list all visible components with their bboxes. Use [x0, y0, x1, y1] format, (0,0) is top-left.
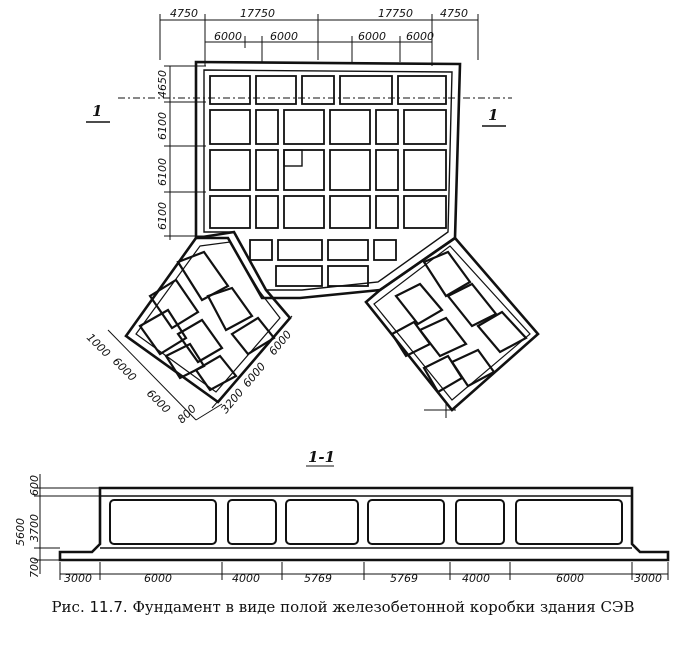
- dim-section-bottom-4: 5769: [304, 572, 332, 585]
- plan-left-wing: [124, 230, 292, 404]
- dim-section-bottom-7: 6000: [556, 572, 584, 585]
- section-outline: [58, 486, 670, 562]
- plan-wing-dimension-lines: [107, 315, 456, 421]
- plan-top-dimension-lines: [159, 14, 479, 66]
- dim-top-3: 17750: [378, 7, 413, 20]
- section-left-labels: 600 5600 3700 700: [14, 475, 41, 578]
- plan-main-block: [194, 60, 462, 300]
- section-left-dimension-lines: [34, 474, 100, 574]
- section-chambers: [109, 499, 623, 545]
- section-mark-right: 1: [488, 106, 498, 124]
- dim-section-left-2: 5600: [14, 518, 27, 546]
- dim-section-bottom-1: 3000: [64, 572, 92, 585]
- dim-top-1: 4750: [170, 7, 198, 20]
- plan-main-cells: [209, 75, 447, 287]
- dim-wing-left-1: 1000: [84, 331, 113, 360]
- figure-caption: Рис. 11.7. Фундамент в виде полой железо…: [0, 598, 686, 617]
- plan-opening: [283, 149, 303, 167]
- plan-left-labels: 4650 6100 6100 6100: [156, 70, 169, 230]
- section-view: [34, 474, 670, 580]
- dim-wing-right-1: 3200: [218, 386, 246, 416]
- caption-text: Фундамент в виде полой железобетонной ко…: [132, 598, 635, 616]
- caption-prefix: Рис.: [51, 598, 85, 616]
- section-title: 1-1: [308, 448, 335, 466]
- dim-section-bottom-2: 6000: [144, 572, 172, 585]
- dim-section-bottom-6: 4000: [462, 572, 490, 585]
- dim-wing-left-2: 6000: [110, 355, 139, 384]
- dim-left-4: 6100: [156, 202, 169, 230]
- dim-section-left-4: 700: [28, 557, 41, 578]
- dim-left-1: 4650: [156, 70, 169, 98]
- dim-top-7: 6000: [358, 30, 386, 43]
- dim-top-6: 6000: [270, 30, 298, 43]
- dim-top-8: 6000: [406, 30, 434, 43]
- plan-right-wing: [364, 236, 540, 412]
- dim-section-bottom-5: 5769: [390, 572, 418, 585]
- dim-section-left-3: 3700: [28, 514, 41, 542]
- dim-left-2: 6100: [156, 112, 169, 140]
- dim-left-3: 6100: [156, 158, 169, 186]
- plan-view: [86, 14, 540, 421]
- caption-number: 11.7.: [89, 598, 128, 616]
- plan-top-labels: 4750 17750 17750 4750 6000 6000 6000 600…: [170, 7, 468, 43]
- dim-section-bottom-3: 4000: [232, 572, 260, 585]
- dim-wing-right-2: 6000: [240, 360, 268, 390]
- dim-top-2: 17750: [240, 7, 275, 20]
- foundation-drawing: 4750 17750 17750 4750 6000 6000 6000 600…: [14, 7, 670, 585]
- dim-wing-left-4: 800: [175, 402, 199, 426]
- section-bottom-dimension-lines: [59, 562, 669, 580]
- section-mark-left: 1: [92, 102, 102, 120]
- dim-top-4: 4750: [440, 7, 468, 20]
- dim-section-left-1: 600: [28, 475, 41, 496]
- dim-top-5: 6000: [214, 30, 242, 43]
- plan-left-dimension-lines: [164, 65, 206, 240]
- section-bottom-labels: 3000 6000 4000 5769 5769 4000 6000 3000: [64, 572, 662, 585]
- dim-section-bottom-8: 3000: [634, 572, 662, 585]
- plan-wing-labels: 1000 6000 6000 800 3200 6000 6000: [84, 328, 294, 426]
